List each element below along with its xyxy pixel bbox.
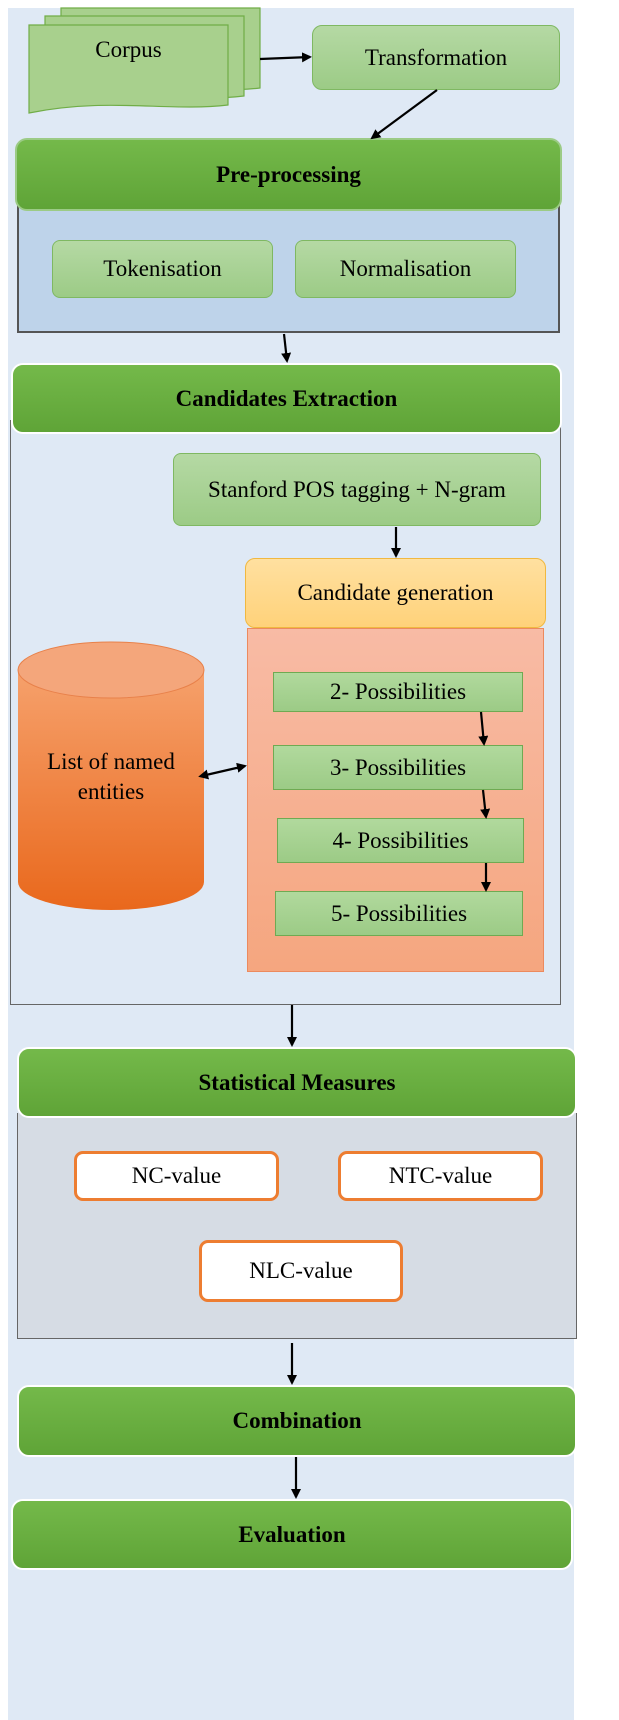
nlc-value-box: NLC-value [199,1240,403,1302]
possibility-4-box: 4- Possibilities [277,818,524,863]
candidates-extraction-panel [10,420,561,1005]
arrow-entities-possibilities [198,762,247,780]
tokenisation-box: Tokenisation [52,240,273,298]
candidate-generation-box: Candidate generation [245,558,546,628]
candidates-extraction-header: Candidates Extraction [11,363,562,434]
arrow-corpus-to-transformation [259,52,312,63]
corpus-label: Corpus [95,37,162,62]
ntc-value-box: NTC-value [338,1151,543,1201]
transformation-box: Transformation [312,25,560,90]
arrow-p3-to-p4 [480,789,491,819]
arrow-p2-to-p3 [478,711,489,746]
arrow-preprocessing-to-candidates [281,333,292,363]
combination-box: Combination [17,1385,577,1457]
preprocessing-header: Pre-processing [15,138,562,211]
arrow-transformation-to-preprocessing [370,89,438,140]
possibility-3-box: 3- Possibilities [273,745,523,790]
named-entities-label: List of named entities [47,749,175,804]
evaluation-box: Evaluation [11,1499,573,1570]
possibility-5-box: 5- Possibilities [275,891,523,936]
possibility-2-box: 2- Possibilities [273,672,523,712]
normalisation-box: Normalisation [295,240,516,298]
nc-value-box: NC-value [74,1151,279,1201]
pos-tagging-box: Stanford POS tagging + N-gram [173,453,541,526]
statistical-measures-header: Statistical Measures [17,1047,577,1118]
